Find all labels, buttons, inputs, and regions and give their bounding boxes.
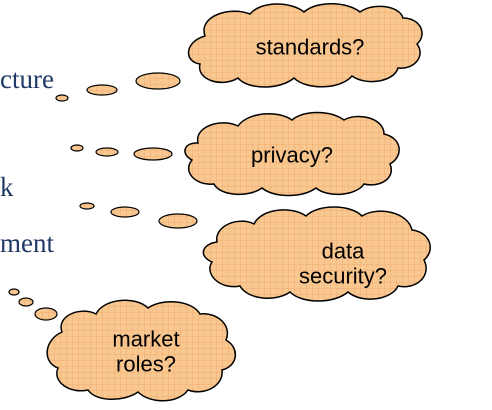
cloud-data-security-label: data security? — [299, 239, 387, 290]
trail-data-security — [79, 202, 198, 229]
trail-privacy — [70, 144, 173, 161]
trail-bubble — [158, 213, 198, 229]
trail-bubble — [8, 288, 20, 296]
trail-bubble — [135, 72, 181, 90]
cloud-standards-label: standards? — [255, 34, 365, 60]
cloud-data-security-label-line-1: data — [321, 238, 365, 264]
cloud-market-roles-label: market roles? — [112, 327, 179, 378]
background-text-line-3: ment — [0, 228, 54, 258]
trail-bubble — [70, 144, 84, 152]
trail-bubble — [86, 84, 118, 96]
cloud-data-security — [202, 206, 431, 302]
trail-standards — [55, 72, 181, 102]
trail-bubble — [55, 94, 69, 102]
background-text-line-1: cture — [0, 64, 54, 94]
cloud-market-roles-label-line-2: roles? — [116, 352, 176, 377]
cloud-standards — [187, 3, 423, 88]
trail-bubble — [110, 206, 140, 218]
trail-bubble — [34, 307, 58, 321]
trail-bubble — [79, 202, 95, 210]
trail-bubble — [133, 147, 173, 161]
trail-bubble — [95, 147, 119, 157]
cloud-privacy-label: privacy? — [251, 142, 333, 168]
cloud-market-roles — [46, 299, 236, 402]
cloud-data-security-label-line-2: security? — [298, 264, 388, 289]
trail-bubble — [18, 297, 34, 307]
background-text-line-2: k — [0, 172, 14, 202]
cloud-market-roles-label-line-1: market — [112, 326, 180, 352]
cloud-privacy — [184, 111, 400, 197]
trail-market-roles — [8, 288, 58, 321]
